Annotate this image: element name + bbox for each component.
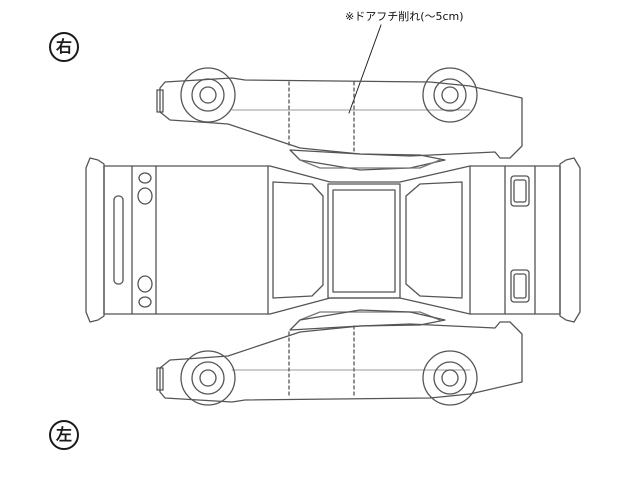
top-view: [85, 157, 581, 323]
damage-note: ※ドアフチ削れ(〜5cm): [345, 10, 464, 23]
top-view-side-upper: [299, 159, 441, 169]
right-side-body: [159, 77, 523, 159]
left-side-body: [159, 321, 523, 403]
top-view-front-bumper: [85, 157, 105, 323]
left-side-rear-hub: [433, 361, 467, 395]
right-side-badge: 右: [49, 32, 79, 62]
left-side-greenhouse: [289, 309, 446, 331]
top-view-taillight-upper-inner: [513, 179, 527, 203]
top-view-roof: [327, 183, 401, 299]
left-side-view: [156, 309, 523, 406]
right-side-front-cap: [199, 86, 217, 104]
right-side-front-hub: [191, 78, 225, 112]
top-view-headlight-lower-2: [138, 296, 152, 308]
top-view-body: [103, 165, 561, 315]
left-side-rear-wheel: [422, 350, 478, 406]
right-side-bumper-front: [156, 89, 164, 113]
top-view-roof-inner: [332, 189, 396, 293]
top-view-front-plate: [113, 195, 124, 285]
top-view-headlight-lower-1: [137, 275, 153, 293]
top-view-rear-bumper: [559, 157, 581, 323]
left-side-badge: 左: [49, 420, 79, 450]
top-view-headlight-upper-2: [137, 187, 153, 205]
left-side-front-cap: [199, 369, 217, 387]
right-side-rear-hub: [433, 78, 467, 112]
top-view-headlight-upper-1: [138, 172, 152, 184]
top-view-taillight-upper: [510, 175, 530, 207]
left-side-rear-cap: [441, 369, 459, 387]
left-side-front-hub: [191, 361, 225, 395]
top-view-windshield: [272, 181, 324, 299]
top-view-taillight-lower: [510, 269, 530, 303]
left-side-bumper-front: [156, 367, 164, 391]
right-side-greenhouse: [289, 149, 446, 171]
right-side-rear-cap: [441, 86, 459, 104]
right-side-front-wheel: [180, 67, 236, 123]
damage-leader-line: [348, 24, 382, 114]
right-side-rear-wheel: [422, 67, 478, 123]
top-view-rear-window: [405, 181, 463, 299]
left-side-front-wheel: [180, 350, 236, 406]
top-view-taillight-lower-inner: [513, 273, 527, 299]
right-side-view: [156, 67, 523, 171]
